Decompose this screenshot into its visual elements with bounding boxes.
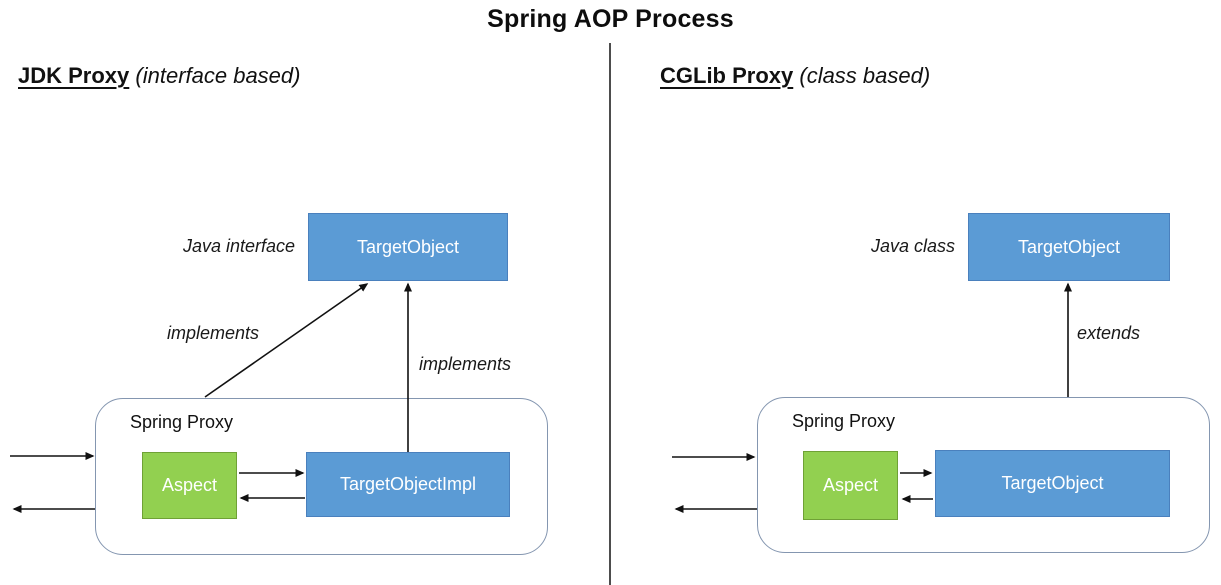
jdk-spring-proxy-label: Spring Proxy: [130, 412, 234, 432]
jdk-target-object-impl-label: TargetObjectImpl: [339, 474, 477, 494]
jdk-heading-suffix: (interface based): [129, 63, 301, 88]
jdk-implements-label-diagonal: implements: [167, 323, 260, 343]
jdk-heading-name: JDK Proxy: [18, 63, 130, 88]
cglib-extends-label: extends: [1077, 323, 1141, 343]
jdk-aspect-box: Aspect: [142, 452, 237, 519]
cglib-inner-target-object-label: TargetObject: [1001, 473, 1104, 493]
cglib-target-object-box: TargetObject: [968, 213, 1170, 281]
cglib-spring-proxy-label: Spring Proxy: [792, 411, 896, 431]
jdk-target-object-impl-box: TargetObjectImpl: [306, 452, 510, 517]
jdk-implements-label-vertical: implements: [419, 354, 512, 374]
cglib-aspect-box: Aspect: [803, 451, 898, 520]
jdk-aspect-label: Aspect: [161, 475, 218, 495]
cglib-target-object-label: TargetObject: [1017, 236, 1121, 257]
jdk-panel-heading: JDK Proxy (interface based): [18, 63, 300, 89]
cglib-aspect-label: Aspect: [822, 475, 879, 495]
java-interface-label: Java interface: [182, 236, 295, 256]
cglib-panel-heading: CGLib Proxy (class based): [660, 63, 930, 89]
jdk-target-object-box: TargetObject: [308, 213, 508, 281]
cglib-inner-target-object-box: TargetObject: [935, 450, 1170, 517]
java-class-label: Java class: [870, 236, 955, 256]
vertical-divider: [609, 43, 611, 585]
jdk-target-object-label: TargetObject: [356, 236, 460, 257]
cglib-heading-name: CGLib Proxy: [660, 63, 794, 88]
diagram-title: Spring AOP Process: [487, 5, 734, 33]
cglib-heading-suffix: (class based): [793, 63, 931, 88]
